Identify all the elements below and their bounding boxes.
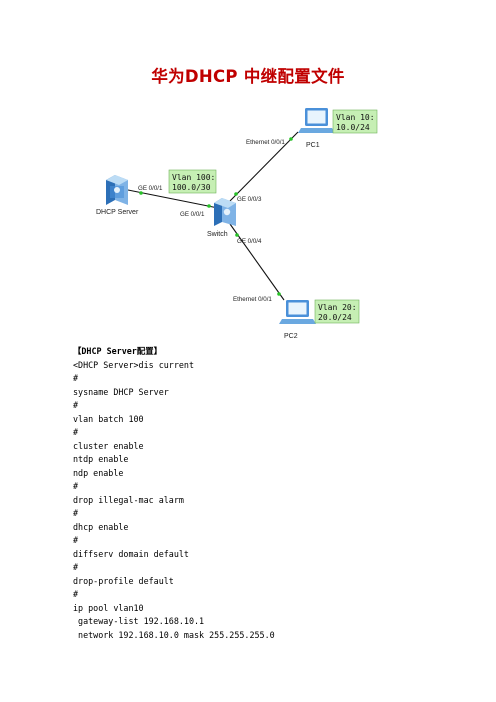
pc1-icon[interactable] bbox=[298, 108, 335, 133]
dhcp-server-label: DHCP Server bbox=[96, 209, 139, 216]
link-dot bbox=[277, 292, 281, 296]
config-line: # bbox=[73, 373, 79, 383]
config-line: # bbox=[73, 481, 79, 491]
pc2-icon[interactable] bbox=[279, 300, 316, 324]
link-switch-pc1 bbox=[227, 131, 299, 204]
dhcp-server-icon[interactable] bbox=[106, 175, 128, 205]
config-line: ip pool vlan10 bbox=[73, 602, 144, 613]
config-line: sysname DHCP Server bbox=[73, 386, 169, 397]
link-dot bbox=[207, 204, 211, 208]
network-topology-diagram: DHCP Server Switch PC1 PC2 GE 0/0/1 GE 0… bbox=[96, 108, 378, 340]
config-line: vlan batch 100 bbox=[73, 413, 144, 424]
link-dot bbox=[139, 191, 143, 195]
switch-label: Switch bbox=[207, 231, 228, 238]
link-server-switch bbox=[127, 189, 219, 209]
port-label-switch-ge001: GE 0/0/1 bbox=[180, 211, 205, 218]
link-status-dots bbox=[139, 137, 293, 296]
config-line: drop-profile default bbox=[73, 575, 174, 586]
port-label-pc2-eth: Ethernet 0/0/1 bbox=[233, 296, 272, 303]
link-switch-pc2 bbox=[229, 223, 285, 301]
link-dot bbox=[235, 233, 239, 237]
vlan100-note: Vlan 100: 100.0/30 bbox=[168, 169, 217, 194]
config-line: ntdp enable bbox=[73, 454, 129, 464]
vlan100-note-line2: 100.0/30 bbox=[172, 183, 211, 192]
link-dot bbox=[289, 137, 293, 141]
config-line: cluster enable bbox=[73, 440, 144, 451]
vlan10-note: Vlan 10: 10.0/24 bbox=[332, 109, 378, 134]
config-line: # bbox=[73, 535, 79, 545]
vlan20-note-line1: Vlan 20: bbox=[318, 303, 357, 312]
config-line: # bbox=[73, 400, 79, 410]
vlan10-note-line2: 10.0/24 bbox=[336, 123, 370, 132]
config-line: # bbox=[73, 562, 79, 572]
config-section-header: 【DHCP Server配置】 bbox=[73, 346, 162, 356]
vlan100-note-line1: Vlan 100: bbox=[172, 173, 215, 182]
vlan10-note-line1: Vlan 10: bbox=[336, 113, 375, 122]
config-listing: 【DHCP Server配置】 <DHCP Server>dis current… bbox=[73, 345, 473, 642]
config-line: drop illegal-mac alarm bbox=[73, 494, 184, 505]
config-line: <DHCP Server>dis current bbox=[73, 359, 195, 370]
config-line: # bbox=[73, 427, 79, 437]
switch-icon[interactable] bbox=[214, 198, 236, 226]
pc1-label: PC1 bbox=[306, 142, 320, 149]
link-dot bbox=[234, 192, 238, 196]
vlan20-note-line2: 20.0/24 bbox=[318, 313, 352, 322]
config-line: ndp enable bbox=[73, 467, 124, 478]
vlan20-note: Vlan 20: 20.0/24 bbox=[314, 299, 360, 324]
pc2-label: PC2 bbox=[284, 333, 298, 340]
config-line: diffserv domain default bbox=[73, 548, 189, 559]
page-title: 华为DHCP 中继配置文件 bbox=[151, 67, 345, 86]
config-line: gateway-list 192.168.10.1 bbox=[73, 616, 205, 626]
port-label-switch-ge003: GE 0/0/3 bbox=[237, 196, 262, 203]
config-line: dhcp enable bbox=[73, 521, 129, 532]
config-line: network 192.168.10.0 mask 255.255.255.0 bbox=[73, 629, 275, 640]
port-label-switch-ge004: GE 0/0/4 bbox=[237, 238, 262, 245]
config-line: # bbox=[73, 508, 79, 518]
port-label-pc1-eth: Ethernet 0/0/1 bbox=[246, 139, 285, 146]
config-line: # bbox=[73, 589, 79, 599]
config-lines: <DHCP Server>dis current # sysname DHCP Se… bbox=[73, 359, 473, 643]
topology-links bbox=[127, 131, 299, 301]
port-label-server-ge001: GE 0/0/1 bbox=[138, 185, 163, 192]
